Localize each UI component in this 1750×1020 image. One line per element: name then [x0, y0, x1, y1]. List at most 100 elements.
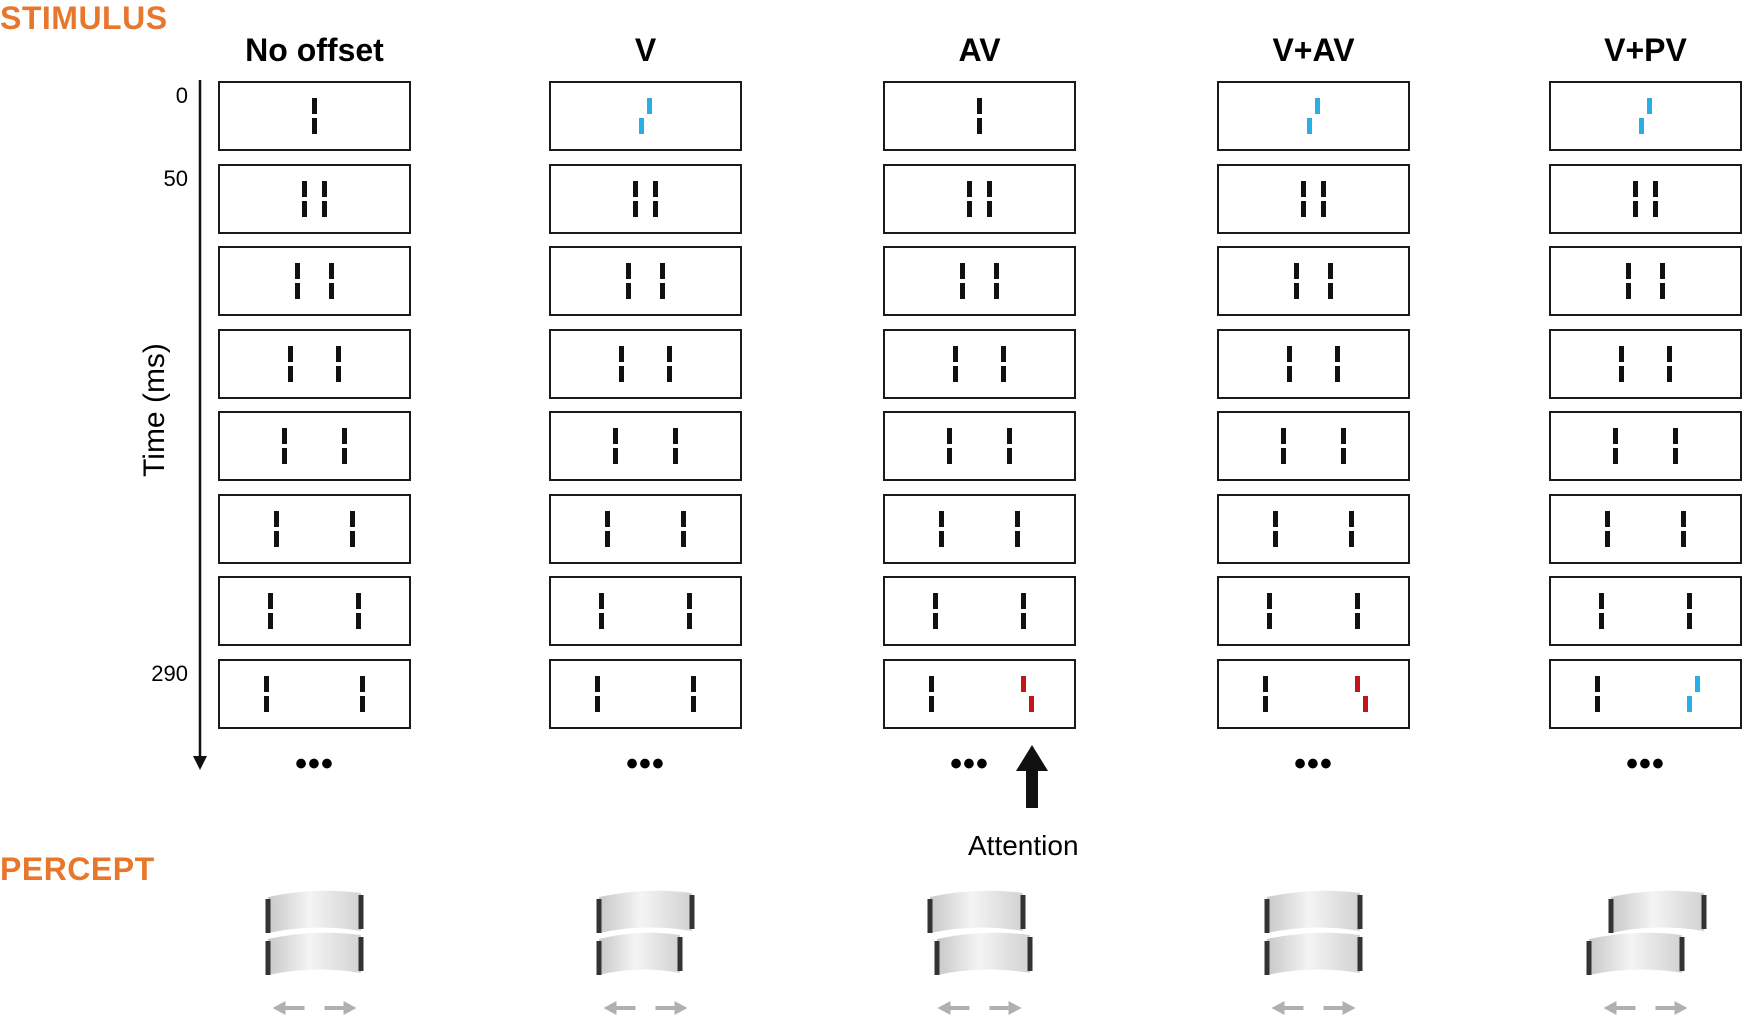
right-vernier-lower-segment — [1680, 530, 1686, 547]
left-vernier-upper-segment — [1300, 180, 1306, 197]
right-vernier-upper-segment — [1680, 510, 1686, 527]
stimulus-frame-v-av-0 — [1217, 81, 1410, 151]
percept-surface — [1267, 932, 1360, 975]
stimulus-frame-av-4 — [883, 411, 1076, 481]
percept-edge-bar — [265, 941, 271, 975]
stimulus-frame-av-2 — [883, 246, 1076, 316]
stimulus-frame-v-0 — [549, 81, 742, 151]
right-vernier-lower-segment — [360, 695, 365, 712]
right-vernier-upper-segment — [1695, 675, 1700, 692]
percept-edge-bar — [934, 941, 940, 975]
stimulus-frame-no-offset-5 — [218, 493, 411, 564]
stimulus-frame-no-offset-7 — [218, 658, 411, 729]
stimulus-frame-v-2 — [549, 246, 742, 316]
right-vernier-upper-segment — [1687, 593, 1693, 609]
continuation-dots: ••• — [295, 745, 334, 783]
percept-edge-bar — [1027, 937, 1033, 971]
stimulus-frame-no-offset-1 — [218, 163, 411, 234]
stimulus-frame-no-offset-0 — [218, 81, 411, 151]
left-vernier-upper-segment — [946, 428, 952, 444]
right-vernier-lower-segment — [1334, 365, 1340, 382]
stimulus-frame-v-pv-7 — [1549, 658, 1742, 729]
right-vernier-upper-segment — [1328, 263, 1334, 279]
percept-edge-bar — [1020, 895, 1026, 929]
left-vernier-upper-segment — [953, 345, 959, 362]
left-vernier-lower-segment — [932, 613, 938, 629]
stimulus-frame-v-av-2 — [1217, 246, 1410, 316]
right-vernier-upper-segment — [687, 593, 693, 609]
stimulus-frame-no-offset-4 — [218, 411, 411, 481]
right-arrow-icon — [989, 1001, 1022, 1015]
left-vernier-lower-segment — [1273, 530, 1279, 547]
percept-edge-bar — [1701, 895, 1707, 929]
stimulus-frame-v-pv-6 — [1549, 576, 1742, 646]
left-vernier-upper-segment — [264, 675, 269, 692]
left-vernier-lower-segment — [294, 283, 300, 299]
right-vernier-lower-segment — [1000, 365, 1006, 382]
percept-edge-bar — [596, 941, 602, 975]
right-vernier-lower-segment — [1321, 200, 1327, 217]
left-vernier-upper-segment — [1632, 180, 1638, 197]
left-vernier-lower-segment — [281, 448, 287, 464]
right-vernier-upper-segment — [356, 593, 362, 609]
left-vernier-lower-segment — [1598, 613, 1604, 629]
single-vernier-lower-segment — [312, 118, 317, 134]
stimulus-frame-v-3 — [549, 328, 742, 399]
right-vernier-upper-segment — [673, 428, 679, 444]
single-vernier-lower-segment — [1307, 118, 1312, 134]
stimulus-frame-v-5 — [549, 493, 742, 564]
right-vernier-lower-segment — [356, 613, 362, 629]
stimulus-frame-v-av-7 — [1217, 658, 1410, 729]
right-vernier-upper-segment — [1660, 263, 1666, 279]
left-vernier-lower-segment — [1612, 448, 1618, 464]
stimulus-frame-v-pv-5 — [1549, 493, 1742, 564]
stimulus-frame-v-pv-3 — [1549, 328, 1742, 399]
stimulus-frame-av-3 — [883, 328, 1076, 399]
stimulus-frame-v-av-6 — [1217, 576, 1410, 646]
right-vernier-lower-segment — [349, 530, 355, 547]
single-vernier-upper-segment — [1647, 98, 1652, 114]
left-vernier-upper-segment — [1293, 263, 1299, 279]
right-vernier-upper-segment — [322, 180, 328, 197]
left-vernier-lower-segment — [301, 200, 307, 217]
left-vernier-lower-segment — [267, 613, 273, 629]
percept-surface — [937, 932, 1030, 975]
percept-edge-bar — [689, 895, 695, 929]
left-vernier-upper-segment — [959, 263, 965, 279]
stimulus-frame-av-5 — [883, 493, 1076, 564]
continuation-dots: ••• — [950, 745, 989, 783]
left-vernier-upper-segment — [619, 345, 625, 362]
time-axis-arrowhead — [193, 756, 207, 770]
right-vernier-lower-segment — [1687, 695, 1692, 712]
left-vernier-upper-segment — [274, 510, 280, 527]
stimulus-frame-v-av-3 — [1217, 328, 1410, 399]
left-vernier-upper-segment — [281, 428, 287, 444]
right-vernier-upper-segment — [1021, 593, 1027, 609]
left-vernier-upper-segment — [288, 345, 294, 362]
right-vernier-upper-segment — [1355, 593, 1361, 609]
left-vernier-lower-segment — [966, 200, 972, 217]
left-arrow-icon — [603, 1001, 636, 1015]
right-vernier-lower-segment — [1014, 530, 1020, 547]
stimulus-frame-av-0 — [883, 81, 1076, 151]
stimulus-frame-v-6 — [549, 576, 742, 646]
right-vernier-upper-segment — [1334, 345, 1340, 362]
right-vernier-lower-segment — [342, 448, 348, 464]
stimulus-frame-v-7 — [549, 658, 742, 729]
right-vernier-lower-segment — [1660, 283, 1666, 299]
stimulus-frame-v-pv-1 — [1549, 163, 1742, 234]
right-vernier-upper-segment — [1666, 345, 1672, 362]
right-vernier-upper-segment — [660, 263, 666, 279]
single-vernier-upper-segment — [647, 98, 652, 114]
left-vernier-upper-segment — [267, 593, 273, 609]
right-vernier-upper-segment — [653, 180, 659, 197]
stimulus-frame-no-offset-3 — [218, 328, 411, 399]
left-vernier-lower-segment — [959, 283, 965, 299]
right-vernier-upper-segment — [1653, 180, 1659, 197]
left-vernier-upper-segment — [625, 263, 631, 279]
right-vernier-upper-segment — [1348, 510, 1354, 527]
right-vernier-upper-segment — [987, 180, 993, 197]
column-title-no-offset: No offset — [245, 32, 384, 68]
left-vernier-upper-segment — [632, 180, 638, 197]
left-vernier-lower-segment — [625, 283, 631, 299]
